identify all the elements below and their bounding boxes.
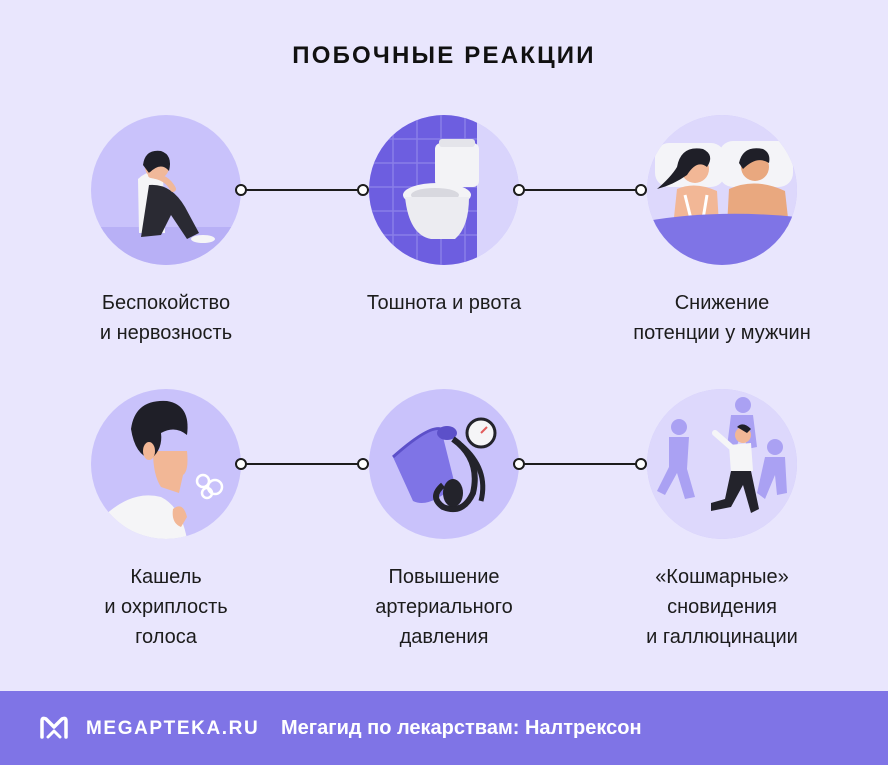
connector-line (513, 458, 647, 470)
item-label-line: Беспокойство (101, 292, 231, 314)
item-label: Кашель и охриплость голоса (36, 562, 296, 652)
item-label-line: и нервозность (99, 322, 233, 344)
brand-name[interactable]: MEGAPTEKA.RU (86, 718, 260, 739)
connector-line (513, 184, 647, 196)
connector-line (235, 458, 369, 470)
item-label: Беспокойство и нервозность (36, 288, 296, 348)
item-label-line: и охриплость (104, 596, 228, 618)
item-label: Повышение артериального давления (314, 562, 574, 652)
connector-line (235, 184, 369, 196)
item-label-line: сновидения (667, 596, 777, 618)
item-label: Тошнота и рвота (314, 288, 574, 318)
item-label-line: артериального (375, 596, 513, 618)
footer-bar: MEGAPTEKA.RU Мегагид по лекарствам: Налт… (0, 691, 888, 765)
coughing-man-icon (91, 389, 241, 539)
item-label-line: «Кошмарные» (655, 566, 789, 588)
item-label-line: потенции у мужчин (633, 322, 811, 344)
item-label-line: и галлюцинации (646, 626, 798, 648)
blood-pressure-monitor-icon (369, 389, 519, 539)
item-label-line: давления (399, 626, 489, 648)
item-label-line: Тошнота и рвота (366, 292, 522, 314)
item-label: «Кошмарные» сновидения и галлюцинации (592, 562, 852, 652)
item-label-line: голоса (135, 626, 197, 648)
footer-tagline: Мегагид по лекарствам: Налтрексон (281, 717, 642, 739)
anxious-person-icon (91, 115, 241, 265)
item-label: Снижение потенции у мужчин (592, 288, 852, 348)
item-label-line: Снижение (674, 292, 770, 314)
megapteka-logo-icon[interactable] (38, 715, 70, 741)
item-label-line: Повышение (388, 566, 500, 588)
running-man-shadows-icon (647, 389, 797, 539)
item-label-line: Кашель (130, 566, 202, 588)
couple-in-bed-icon (647, 115, 797, 265)
toilet-icon (369, 115, 519, 265)
page-title: ПОБОЧНЫЕ РЕАКЦИИ (292, 42, 596, 69)
